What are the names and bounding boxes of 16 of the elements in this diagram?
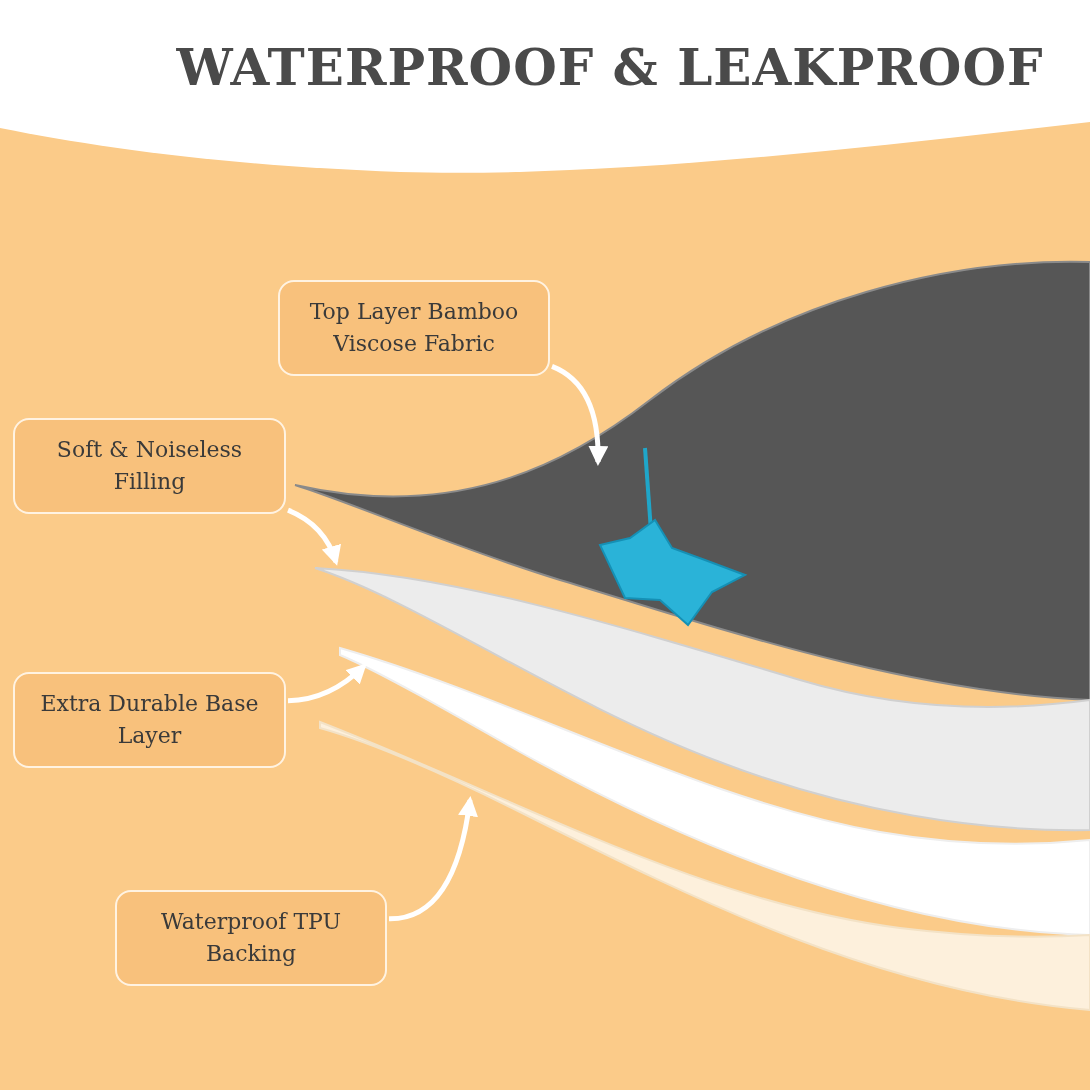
callout-text: Waterproof TPU Backing [159,908,343,968]
callout-text: Top Layer Bamboo Viscose Fabric [308,298,520,358]
callout-text: Soft & Noiseless Filling [55,436,244,496]
callout-text: Extra Durable Base Layer [39,690,260,750]
arrow [550,364,608,466]
callout-box [115,890,387,986]
callout-box [13,418,286,514]
callout-box [13,672,286,768]
arrow [287,663,367,704]
title: WATERPROOF & LEAKPROOF [175,38,1045,97]
arrow [388,796,478,922]
layer-band [294,260,1090,701]
arrow [287,507,341,566]
callout-box [278,280,550,376]
layer-band [314,567,1090,832]
layer-band [339,647,1090,936]
